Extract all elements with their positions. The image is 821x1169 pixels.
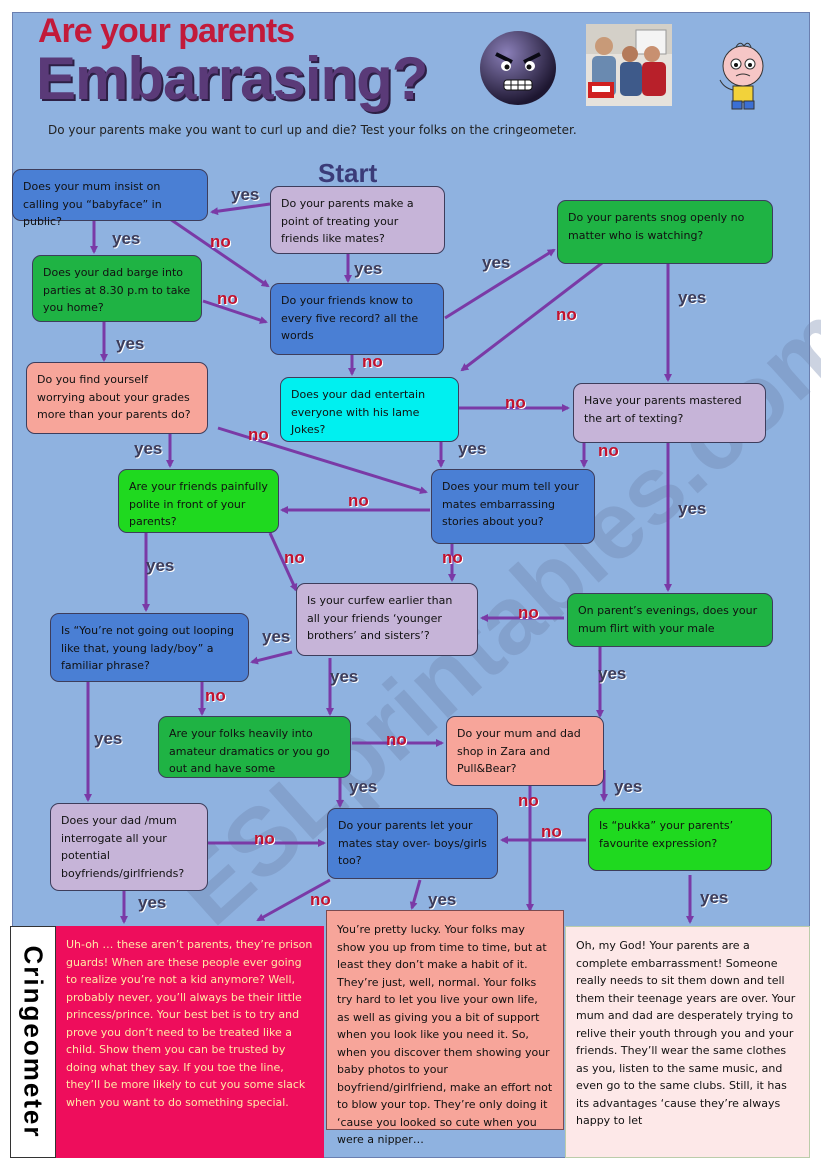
- label-no: no: [217, 289, 238, 309]
- label-yes: yes: [482, 253, 510, 273]
- question-texting: Have your parents mastered the art of te…: [573, 383, 766, 443]
- label-yes: yes: [700, 888, 728, 908]
- question-stayover: Do your parents let your mates stay over…: [327, 808, 498, 879]
- result-lucky: You’re pretty lucky. Your folks may show…: [326, 910, 564, 1130]
- cringeometer-label: Cringeometer: [10, 926, 56, 1158]
- question-snog: Do your parents snog openly no matter wh…: [557, 200, 773, 264]
- label-no: no: [348, 491, 369, 511]
- label-yes: yes: [598, 664, 626, 684]
- question-interrogate: Does your dad /mum interrogate all your …: [50, 803, 208, 891]
- cringeometer-text: Cringeometer: [18, 945, 49, 1138]
- result-embarrassing: Oh, my God! Your parents are a complete …: [565, 926, 810, 1158]
- question-record: Do your friends know to every five recor…: [270, 283, 444, 355]
- label-no: no: [386, 730, 407, 750]
- label-no: no: [310, 890, 331, 910]
- start-label: Start: [318, 158, 377, 189]
- question-pukka: Is “pukka” your parents’ favourite expre…: [588, 808, 772, 871]
- label-no: no: [505, 393, 526, 413]
- label-yes: yes: [231, 185, 259, 205]
- label-yes: yes: [330, 667, 358, 687]
- question-barge: Does your dad barge into parties at 8.30…: [32, 255, 202, 322]
- question-grades: Do you find yourself worrying about your…: [26, 362, 208, 434]
- question-mates: Do your parents make a point of treating…: [270, 186, 445, 254]
- question-looping: Is “You’re not going out looping like th…: [50, 613, 249, 682]
- label-no: no: [556, 305, 577, 325]
- label-yes: yes: [146, 556, 174, 576]
- label-no: no: [442, 548, 463, 568]
- label-yes: yes: [614, 777, 642, 797]
- question-lame-jokes: Does your dad entertain everyone with hi…: [280, 377, 459, 442]
- label-yes: yes: [354, 259, 382, 279]
- label-yes: yes: [138, 893, 166, 913]
- label-yes: yes: [116, 334, 144, 354]
- question-babyface: Does your mum insist on calling you “bab…: [12, 169, 208, 221]
- label-yes: yes: [262, 627, 290, 647]
- label-no: no: [210, 232, 231, 252]
- label-yes: yes: [112, 229, 140, 249]
- label-no: no: [541, 822, 562, 842]
- label-no: no: [518, 791, 539, 811]
- label-no: no: [518, 603, 539, 623]
- label-yes: yes: [428, 890, 456, 910]
- label-yes: yes: [678, 499, 706, 519]
- label-yes: yes: [349, 777, 377, 797]
- label-no: no: [362, 352, 383, 372]
- question-flirt: On parent’s evenings, does your mum flir…: [567, 593, 773, 647]
- question-stories: Does your mum tell your mates embarrassi…: [431, 469, 595, 544]
- label-yes: yes: [678, 288, 706, 308]
- question-zara: Do your mum and dad shop in Zara and Pul…: [446, 716, 604, 786]
- label-no: no: [248, 425, 269, 445]
- label-yes: yes: [94, 729, 122, 749]
- question-curfew: Is your curfew earlier than all your fri…: [296, 583, 478, 656]
- result-strict: Uh-oh … these aren’t parents, they’re pr…: [56, 926, 324, 1158]
- label-yes: yes: [134, 439, 162, 459]
- label-no: no: [254, 829, 275, 849]
- label-no: no: [598, 441, 619, 461]
- question-polite: Are your friends painfully polite in fro…: [118, 469, 279, 533]
- label-no: no: [205, 686, 226, 706]
- question-drama: Are your folks heavily into amateur dram…: [158, 716, 351, 778]
- label-no: no: [284, 548, 305, 568]
- label-yes: yes: [458, 439, 486, 459]
